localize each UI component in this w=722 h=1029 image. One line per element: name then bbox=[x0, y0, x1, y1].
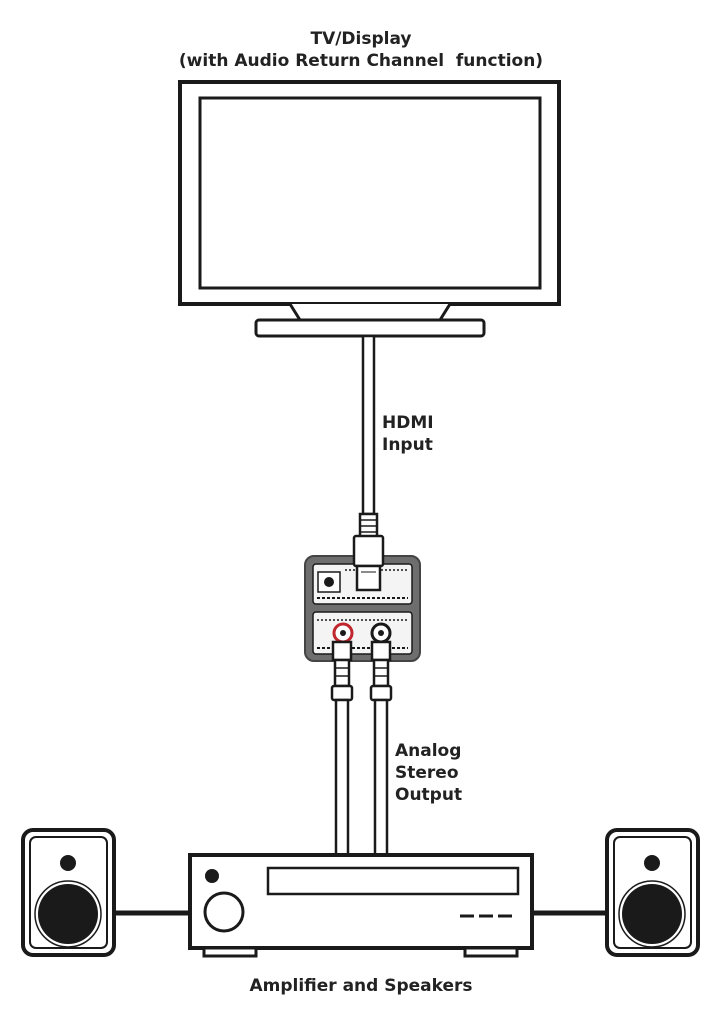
hdmi-label-line2: Input bbox=[382, 435, 433, 455]
tv-display-icon bbox=[178, 80, 561, 338]
tv-title: TV/Display (with Audio Return Channel fu… bbox=[0, 28, 722, 72]
speaker-icon bbox=[605, 828, 700, 957]
hdmi-label-line1: HDMI bbox=[382, 413, 434, 433]
analog-label-line3: Output bbox=[395, 785, 463, 805]
analog-output-label: Analog Stereo Output bbox=[395, 740, 462, 806]
tv-title-line2: (with Audio Return Channel function) bbox=[178, 51, 544, 71]
analog-label-line1: Analog bbox=[395, 741, 462, 761]
amplifier-speakers-label: Amplifier and Speakers bbox=[249, 976, 473, 996]
speaker-icon bbox=[21, 828, 116, 957]
analog-label-line2: Stereo bbox=[395, 763, 459, 783]
hdmi-cable bbox=[358, 334, 379, 540]
hdmi-input-label: HDMI Input bbox=[382, 412, 434, 456]
rca-plug-icon bbox=[369, 640, 393, 858]
amplifier-icon bbox=[188, 853, 534, 958]
hdmi-plug-icon bbox=[352, 534, 385, 592]
rca-plug-icon bbox=[330, 640, 354, 858]
tv-title-line1: TV/Display bbox=[310, 29, 412, 49]
